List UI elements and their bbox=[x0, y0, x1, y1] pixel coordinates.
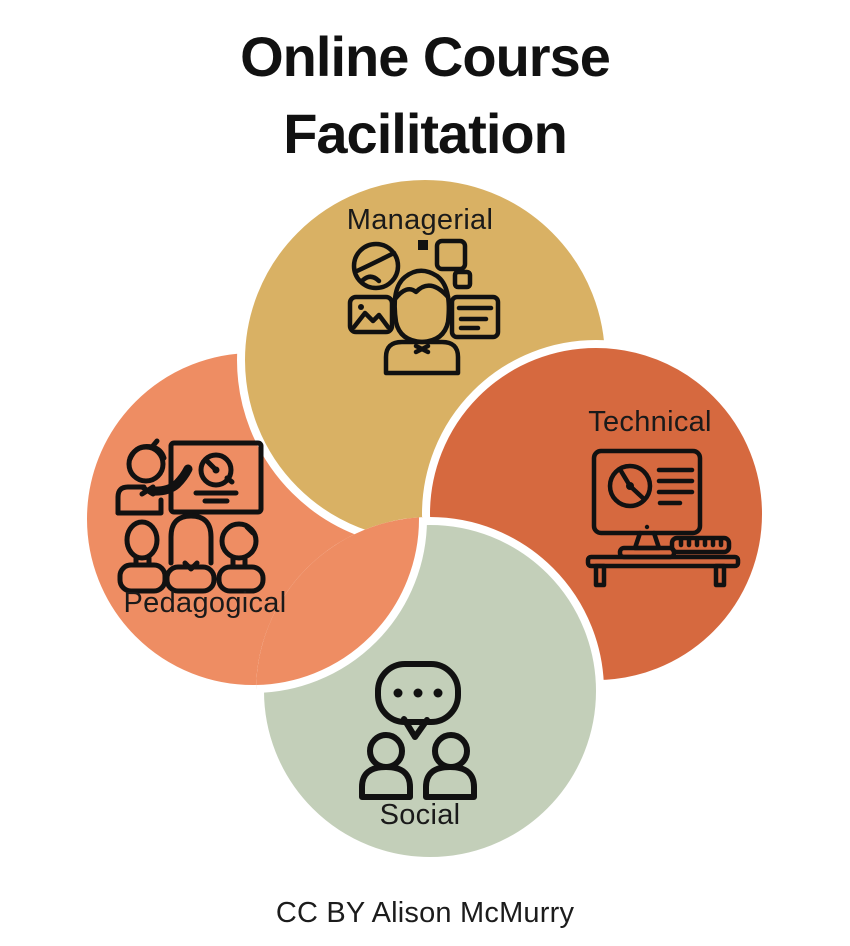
document-icon bbox=[449, 294, 501, 340]
presentation-board bbox=[168, 440, 264, 515]
circle-pedagogical-overlap bbox=[256, 517, 427, 693]
clock-chart-icon bbox=[607, 463, 653, 509]
speech-people-icon bbox=[359, 661, 477, 800]
circle-label-social: Social bbox=[379, 799, 461, 831]
person-bust-icon bbox=[383, 268, 461, 376]
picture-icon bbox=[347, 294, 395, 335]
page-title: Online Course Facilitation bbox=[0, 18, 850, 173]
desktop-computer-icon bbox=[585, 448, 741, 588]
person-left bbox=[359, 732, 413, 800]
circle-label-technical: Technical bbox=[588, 406, 712, 438]
power-dot bbox=[644, 524, 650, 530]
student-2 bbox=[164, 513, 217, 594]
teacher-classroom-icon bbox=[115, 438, 266, 594]
monitor-frame bbox=[591, 448, 703, 536]
circle-label-pedagogical: Pedagogical bbox=[123, 587, 287, 619]
desk bbox=[585, 554, 741, 588]
page-title-line1: Online Course bbox=[240, 25, 611, 88]
circle-label-managerial: Managerial bbox=[346, 204, 494, 236]
globe-icon bbox=[351, 241, 401, 291]
manager-profile-icon bbox=[347, 238, 501, 376]
speech-bubble-icon bbox=[375, 661, 461, 740]
person-right bbox=[423, 732, 477, 800]
keyboard-icon bbox=[669, 535, 732, 555]
squares-icon bbox=[418, 238, 473, 290]
student-3 bbox=[216, 521, 266, 594]
teacher-figure bbox=[115, 438, 193, 516]
page-title-line2: Facilitation bbox=[283, 102, 568, 166]
attribution-text: CC BY Alison McMurry bbox=[275, 897, 575, 929]
screen-text-lines bbox=[656, 467, 695, 506]
